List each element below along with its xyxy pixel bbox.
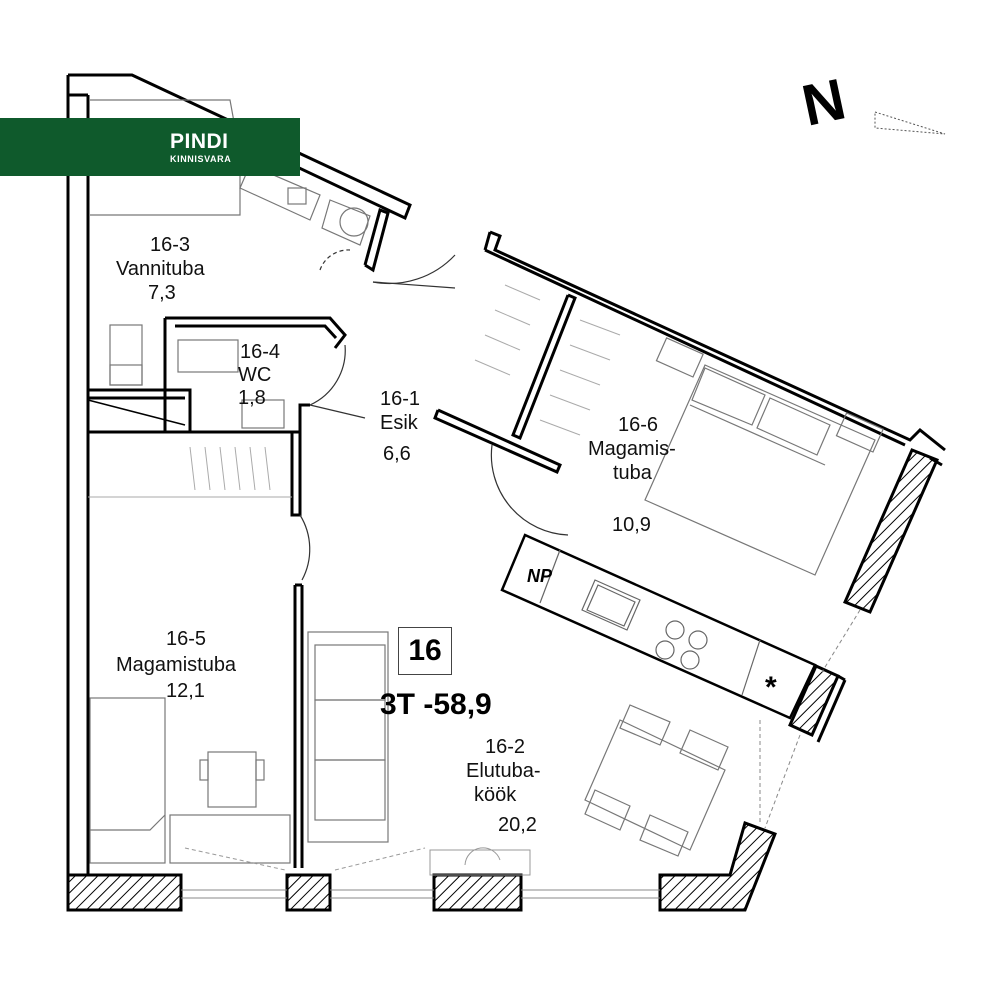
room-name-16-3: Vannituba — [116, 258, 205, 280]
np-label: NP — [527, 566, 553, 586]
room-area-16-2: 20,2 — [498, 814, 537, 836]
room-id-16-1: 16-1 — [380, 388, 421, 410]
unit-summary: 3T -58,9 — [380, 688, 492, 721]
room-id-16-2: 16-2 — [485, 736, 526, 758]
kitchen-appliances — [539, 549, 761, 696]
brand-name: PINDI — [170, 130, 229, 153]
wardrobes — [88, 284, 621, 498]
window-seat — [184, 847, 531, 876]
room-id-16-5: 16-5 — [166, 628, 207, 650]
room-name-16-1: Esik — [380, 412, 418, 434]
room-name-16-2-line1: Elutuba- — [466, 760, 541, 782]
north-arrow — [874, 111, 946, 135]
room-name-16-6-line1: Magamis- — [588, 438, 676, 460]
double-bed — [644, 337, 884, 576]
room-id-16-6: 16-6 — [618, 414, 659, 436]
room-id-16-3: 16-3 — [150, 234, 191, 256]
room-area-16-3: 7,3 — [148, 282, 176, 304]
room-name-16-4: WC — [238, 364, 272, 386]
right-window-lines — [759, 609, 861, 829]
kitchen-counter[interactable] — [500, 533, 817, 720]
brand-banner — [0, 118, 300, 176]
room-name-16-2-line2: köök — [474, 784, 517, 806]
right-walls — [788, 448, 943, 743]
interior-walls — [87, 208, 577, 868]
fridge-symbol: * — [765, 671, 777, 704]
outer-walls — [66, 73, 946, 878]
room-name-16-6-line2: tuba — [613, 462, 652, 484]
room-area-16-5: 12,1 — [166, 680, 205, 702]
room-id-16-4: 16-4 — [240, 341, 281, 363]
room-area-16-1: 6,6 — [383, 443, 411, 465]
brand-subtitle: KINNISVARA — [170, 154, 232, 164]
room-area-16-6: 10,9 — [612, 514, 651, 536]
room-name-16-5: Magamistuba — [116, 654, 237, 676]
room-area-16-4: 1,8 — [238, 387, 266, 409]
dining-table — [584, 704, 729, 857]
single-bed — [89, 697, 291, 864]
sofa — [307, 631, 389, 843]
unit-number: 16 — [398, 627, 452, 675]
door-swings — [299, 249, 569, 581]
bottom-window-lines — [181, 889, 660, 899]
bottom-walls — [66, 821, 777, 912]
